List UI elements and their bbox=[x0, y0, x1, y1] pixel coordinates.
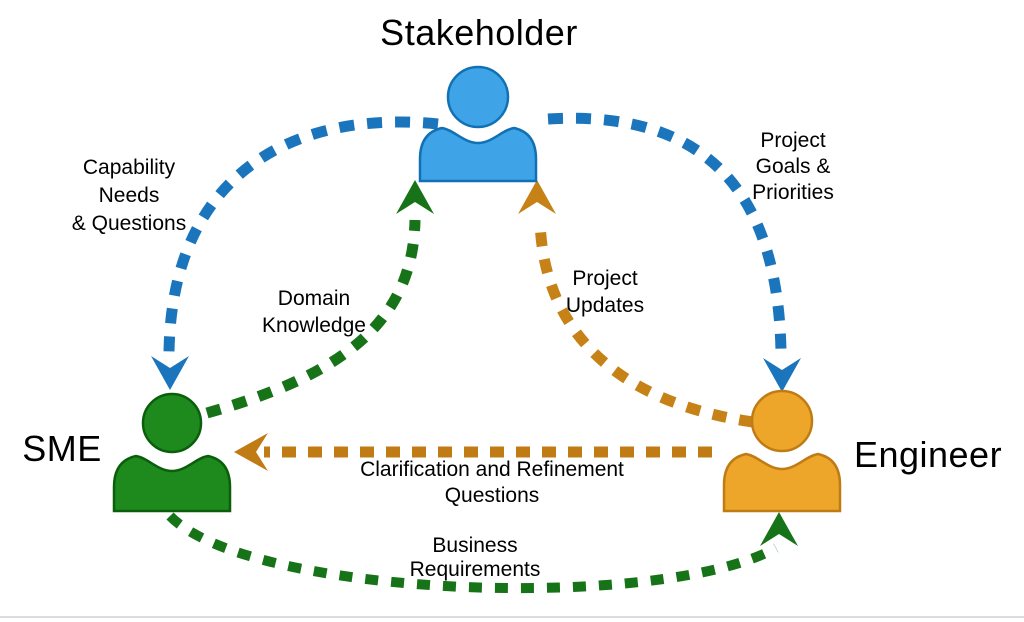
edge-updates-curve bbox=[534, 219, 754, 428]
edge-label-line: Business bbox=[432, 534, 518, 557]
edge-capability-arrowhead-icon bbox=[151, 356, 189, 390]
stakeholder-head bbox=[446, 65, 510, 129]
edge-clarification-label: Clarification and Refinement Questions bbox=[360, 457, 624, 509]
edge-domain-arrowhead-icon bbox=[396, 180, 434, 214]
edge-label-line: Clarification and Refinement bbox=[360, 458, 624, 481]
stakeholder-label: Stakeholder bbox=[380, 12, 578, 53]
edge-label-line: Domain bbox=[277, 287, 351, 310]
edge-label-line: Requirements bbox=[409, 558, 541, 581]
edge-label-line: Updates bbox=[565, 294, 645, 317]
edge-label-line: Project bbox=[760, 129, 826, 152]
edge-label-line: Knowledge bbox=[262, 314, 366, 337]
stakeholder-person-icon bbox=[418, 65, 538, 183]
edge-domain-label: Domain Knowledge bbox=[262, 285, 366, 339]
edge-label-line: Needs bbox=[98, 184, 160, 207]
edge-label-line: Project bbox=[572, 267, 638, 290]
edge-label-line: Priorities bbox=[752, 181, 834, 204]
sme-label: SME bbox=[22, 428, 102, 469]
bottom-border-line bbox=[0, 616, 1024, 618]
engineer-head bbox=[750, 389, 814, 453]
edge-business-curve bbox=[166, 512, 779, 594]
edge-updates-arrowhead-icon bbox=[518, 180, 556, 214]
sme-person-icon bbox=[112, 392, 232, 513]
edge-label-line: Capability bbox=[82, 156, 176, 179]
edge-label-line: & Questions bbox=[71, 212, 187, 235]
stakeholder-body bbox=[418, 126, 538, 183]
edge-label-line: Questions bbox=[444, 484, 540, 507]
edge-goals-curve bbox=[547, 112, 787, 353]
engineer-person-icon bbox=[722, 389, 842, 513]
edge-capability-label: Capability Needs & Questions bbox=[72, 154, 186, 238]
edge-label-line: Goals & bbox=[755, 155, 831, 178]
engineer-body bbox=[722, 452, 842, 513]
edge-capability-curve bbox=[163, 116, 439, 353]
edge-goals-label: Project Goals & Priorities bbox=[752, 128, 834, 206]
sme-head bbox=[141, 392, 203, 454]
engineer-label: Engineer bbox=[853, 434, 1003, 475]
edge-goals-arrowhead-icon bbox=[763, 358, 801, 392]
edge-updates-label: Project Updates bbox=[566, 265, 644, 319]
edge-clarification-arrowhead-icon bbox=[234, 433, 268, 471]
edge-domain-curve bbox=[205, 219, 421, 419]
edge-business-label: Business Requirements bbox=[410, 534, 541, 582]
sme-body bbox=[112, 454, 232, 513]
edge-business-arrowhead-icon bbox=[760, 512, 798, 546]
